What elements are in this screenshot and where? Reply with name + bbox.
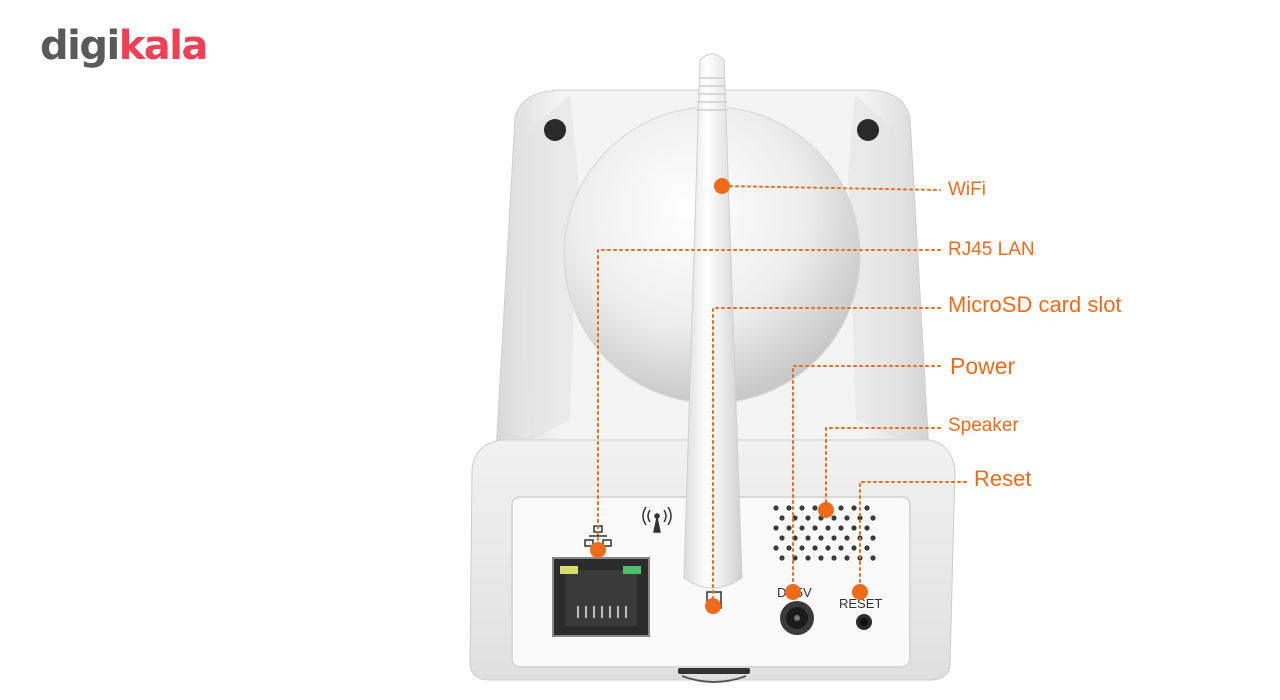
right-screw-icon bbox=[857, 119, 879, 141]
dc-power-jack bbox=[780, 601, 814, 635]
speaker-hole bbox=[773, 505, 779, 511]
speaker-hole bbox=[831, 555, 837, 561]
speaker-hole bbox=[818, 555, 824, 561]
speaker-callout-dot bbox=[818, 502, 834, 518]
speaker-hole bbox=[857, 515, 863, 521]
speaker-hole bbox=[786, 545, 792, 551]
speaker-hole bbox=[870, 535, 876, 541]
speaker-hole bbox=[864, 545, 870, 551]
speaker-hole bbox=[786, 505, 792, 511]
logo-text-kala: kala bbox=[118, 23, 209, 69]
speaker-hole bbox=[779, 515, 785, 521]
speaker-hole bbox=[825, 545, 831, 551]
speaker-hole bbox=[818, 535, 824, 541]
speaker-hole bbox=[779, 555, 785, 561]
speaker-hole bbox=[812, 545, 818, 551]
logo-text-digi: digi bbox=[40, 23, 120, 69]
wifi-leader-line bbox=[723, 185, 941, 191]
reset-button bbox=[856, 614, 872, 630]
rj45-port bbox=[552, 557, 650, 637]
wifi-callout-dot bbox=[714, 178, 730, 194]
speaker-grille bbox=[773, 505, 876, 561]
sd-callout-dot bbox=[705, 598, 721, 614]
speaker-hole bbox=[864, 505, 870, 511]
speaker-hole bbox=[773, 545, 779, 551]
speaker-label: Speaker bbox=[948, 415, 1019, 436]
digikala-logo: digikala bbox=[40, 23, 209, 69]
speaker-hole bbox=[799, 505, 805, 511]
callout-lines bbox=[597, 185, 967, 604]
speaker-hole bbox=[838, 525, 844, 531]
callout-dots bbox=[590, 178, 868, 614]
speaker-hole bbox=[812, 525, 818, 531]
speaker-hole bbox=[864, 525, 870, 531]
speaker-hole bbox=[786, 525, 792, 531]
speaker-hole bbox=[844, 555, 850, 561]
speaker-hole bbox=[838, 545, 844, 551]
speaker-hole bbox=[844, 515, 850, 521]
reset-label: Reset bbox=[974, 466, 1032, 491]
speaker-hole bbox=[844, 535, 850, 541]
speaker-hole bbox=[805, 535, 811, 541]
speaker-hole bbox=[831, 515, 837, 521]
speaker-hole bbox=[805, 555, 811, 561]
wifi-symbol-icon bbox=[642, 506, 672, 533]
sd-leader-line bbox=[712, 307, 941, 604]
speaker-hole bbox=[779, 535, 785, 541]
link-led-icon bbox=[560, 566, 578, 574]
speaker-hole bbox=[851, 505, 857, 511]
power-label: Power bbox=[950, 353, 1016, 379]
speaker-hole bbox=[799, 525, 805, 531]
speaker-hole bbox=[773, 525, 779, 531]
speaker-hole bbox=[812, 505, 818, 511]
wifi-label: WiFi bbox=[948, 179, 986, 200]
lan-callout-dot bbox=[590, 542, 606, 558]
rj45-lan-label: RJ45 LAN bbox=[948, 239, 1035, 260]
reset-leader-line bbox=[859, 481, 967, 593]
power-leader-line bbox=[792, 365, 941, 593]
power-callout-dot bbox=[785, 584, 801, 600]
speaker-hole bbox=[870, 555, 876, 561]
speaker-hole bbox=[870, 515, 876, 521]
reset-callout-dot bbox=[852, 584, 868, 600]
speaker-hole bbox=[831, 535, 837, 541]
speaker-hole bbox=[838, 505, 844, 511]
lan-leader-line bbox=[597, 249, 941, 551]
speaker-hole bbox=[825, 525, 831, 531]
microsd-label: MicroSD card slot bbox=[948, 292, 1122, 317]
reset-port-label: RESET bbox=[839, 596, 882, 611]
speaker-hole bbox=[799, 545, 805, 551]
speaker-leader-line bbox=[825, 427, 941, 511]
left-screw-icon bbox=[544, 119, 566, 141]
speaker-hole bbox=[851, 525, 857, 531]
speaker-hole bbox=[805, 515, 811, 521]
speaker-hole bbox=[851, 545, 857, 551]
activity-led-icon bbox=[623, 566, 641, 574]
